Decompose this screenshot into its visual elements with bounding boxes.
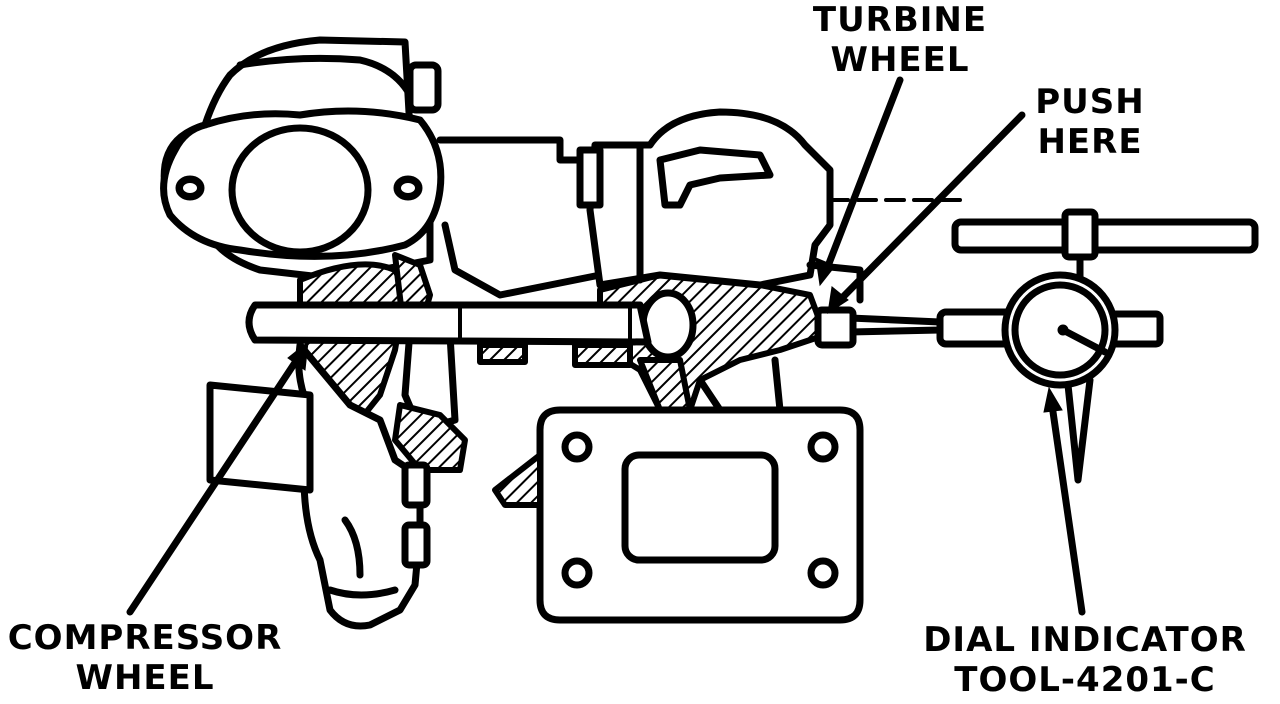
dial-indicator-label: DIAL INDICATOR TOOL-4201-C [915, 620, 1255, 700]
turbine-housing [576, 108, 962, 304]
dial-indicator-tool [814, 208, 1259, 484]
turbine-wheel-label: TURBINE WHEEL [790, 0, 1010, 80]
exhaust-flange [492, 356, 864, 624]
turbine-label-line1: TURBINE [812, 0, 988, 40]
push-here-label: PUSH HERE [1010, 82, 1170, 162]
turbine-label-line2: WHEEL [830, 40, 970, 80]
turbine-shaft [245, 301, 652, 346]
compressor-wheel-label: COMPRESSOR WHEEL [0, 618, 290, 698]
dial-label-line1: DIAL INDICATOR [923, 620, 1247, 660]
compressor-label-line2: WHEEL [75, 658, 215, 698]
compressor-label-line1: COMPRESSOR [7, 618, 283, 658]
push-label-line1: PUSH [1035, 82, 1145, 122]
leader-arrows [126, 76, 1086, 616]
compressor-housing [160, 36, 445, 282]
compressor-wheel [206, 341, 431, 630]
dial-label-line2: TOOL-4201-C [954, 660, 1216, 700]
push-label-line2: HERE [1037, 122, 1143, 162]
